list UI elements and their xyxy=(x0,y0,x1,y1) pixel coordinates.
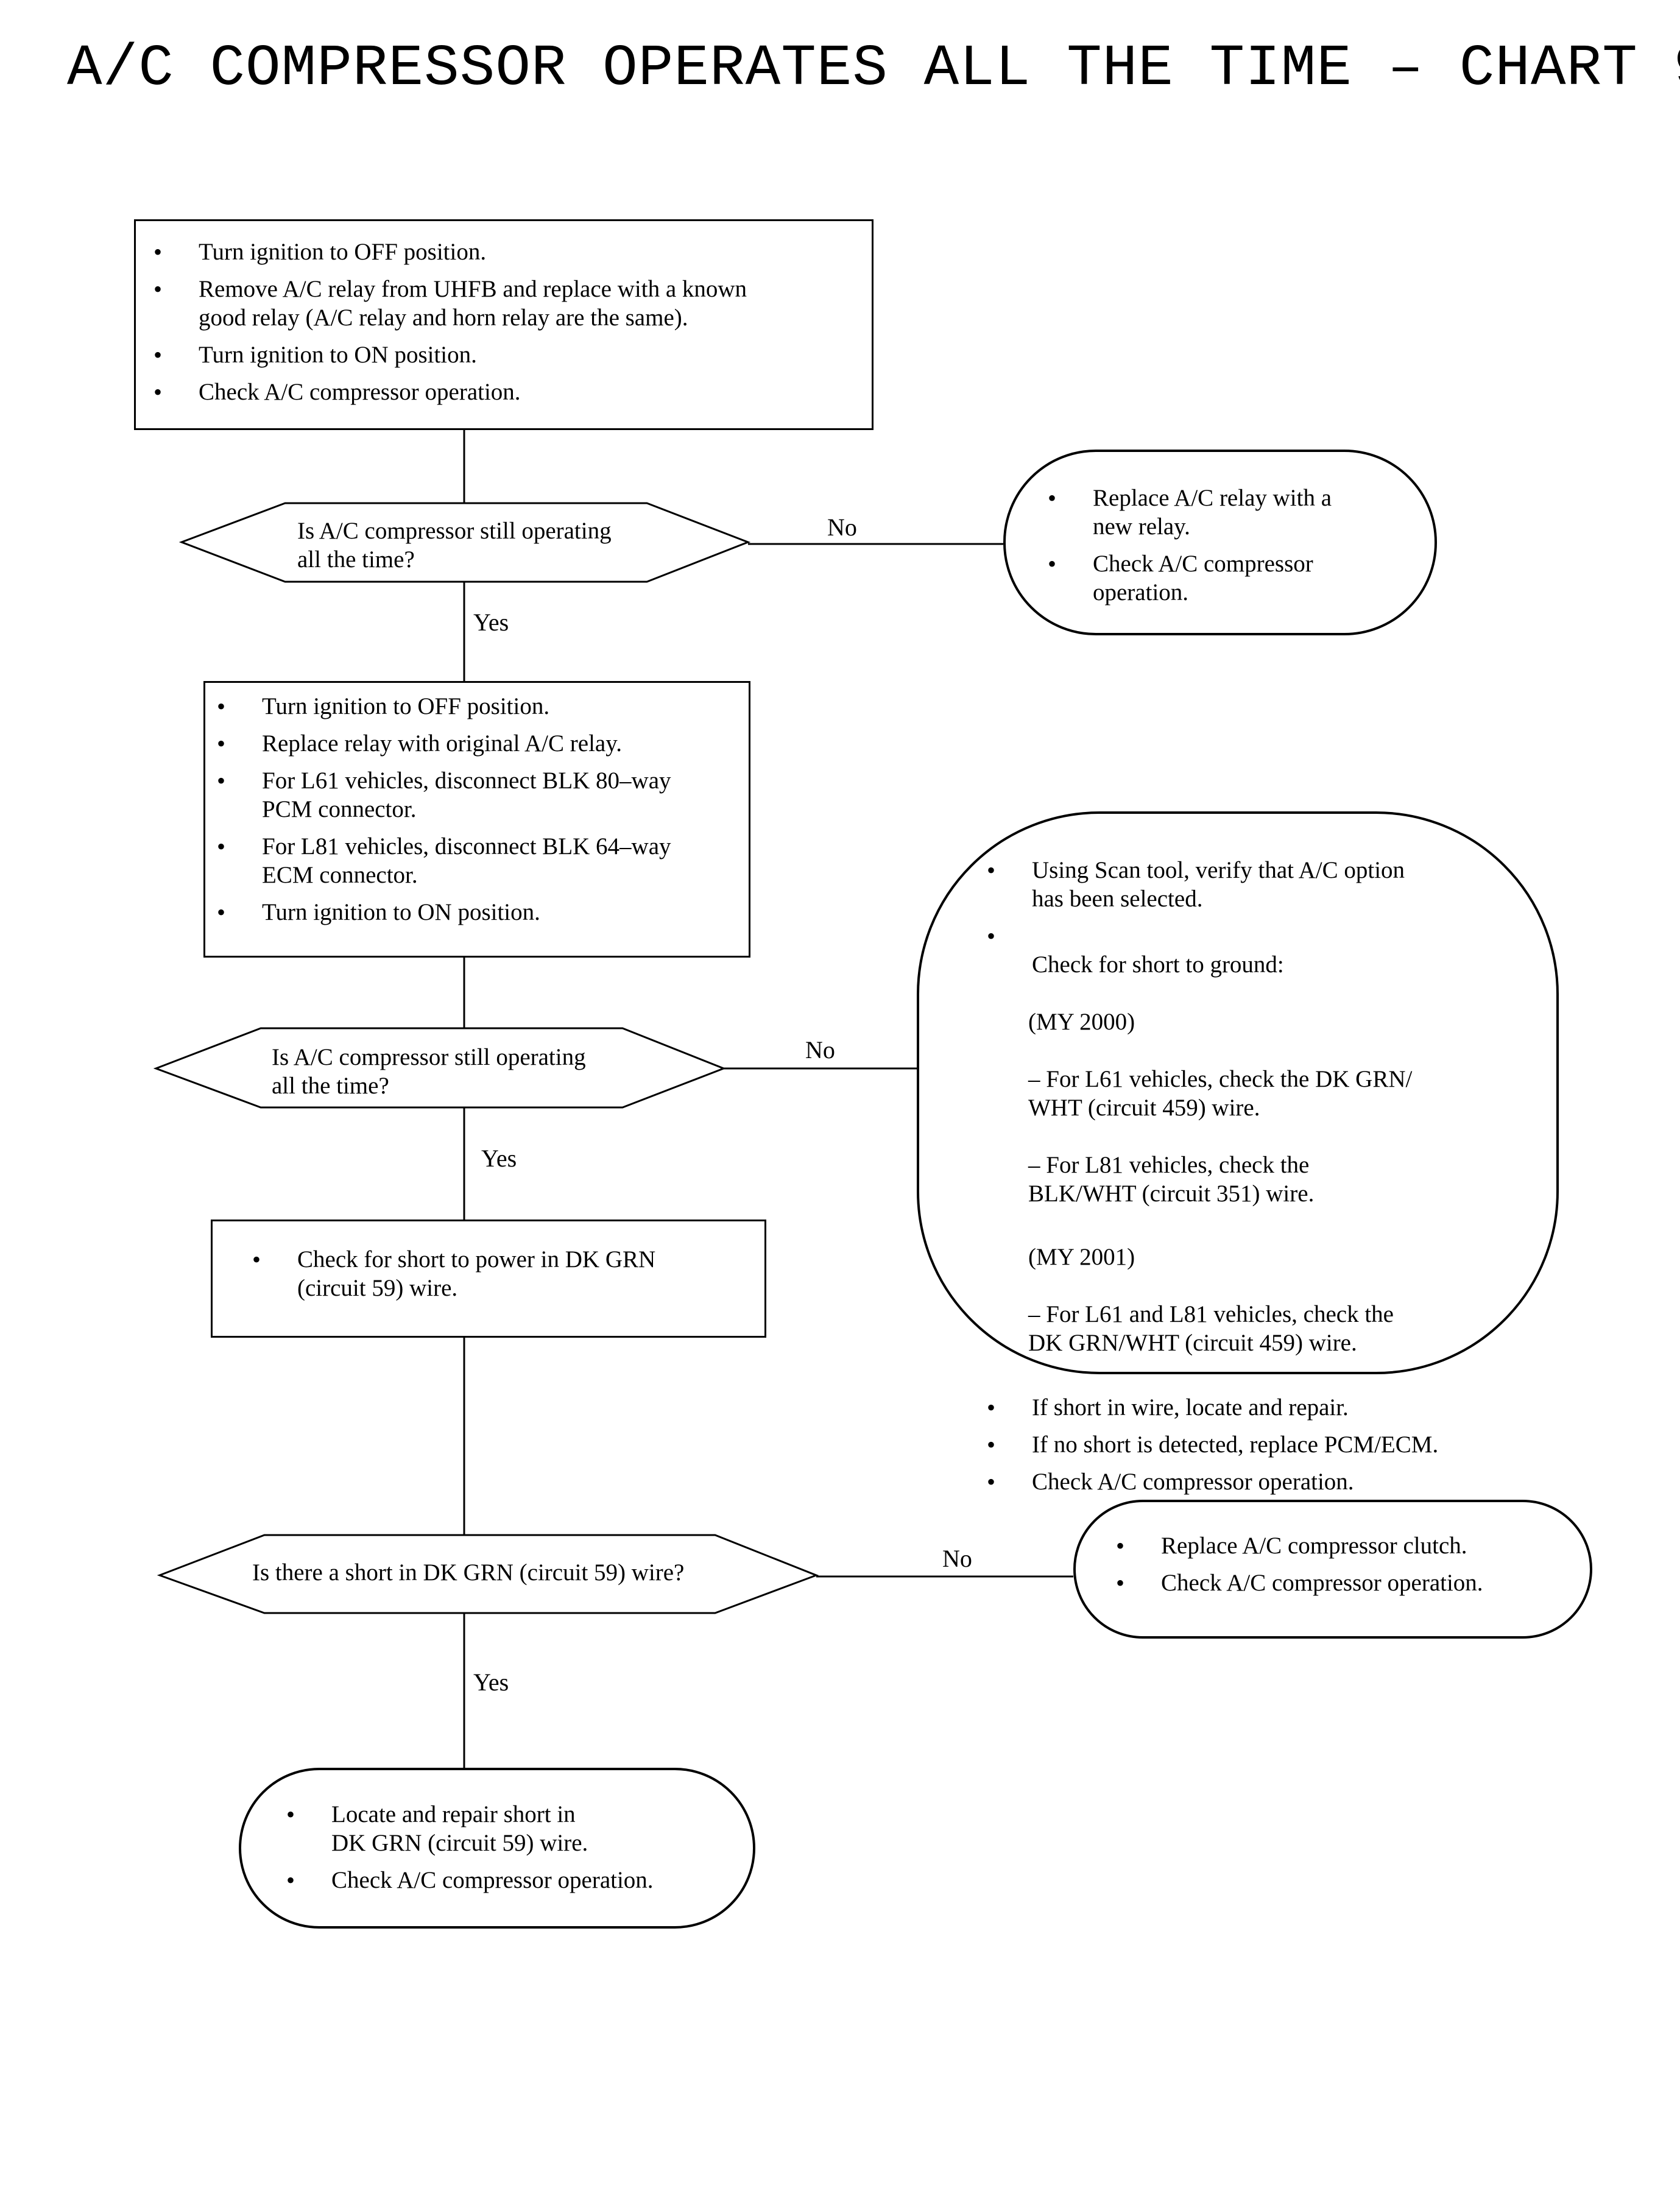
step1-item-4: Check A/C compressor operation. xyxy=(154,378,866,406)
chart-title: A/C COMPRESSOR OPERATES ALL THE TIME – C… xyxy=(67,35,1680,102)
decision1-no-label: No xyxy=(827,514,857,541)
decision2-diamond xyxy=(153,1027,727,1109)
result1-item-1: Replace A/C relay with a new relay. xyxy=(1048,484,1425,541)
step1-item-1: Turn ignition to OFF position. xyxy=(154,238,866,266)
result1-content: Replace A/C relay with a new relay. Chec… xyxy=(1048,484,1425,615)
result3-content: Replace A/C compressor clutch. Check A/C… xyxy=(1116,1531,1585,1606)
step2-content: Turn ignition to OFF position. Replace r… xyxy=(217,692,741,935)
result2-my2000-l61: – For L61 vehicles, check the DK GRN/ WH… xyxy=(1028,1066,1413,1121)
step2-item-4: For L81 vehicles, disconnect BLK 64–way … xyxy=(217,832,741,889)
result2-item-4: If no short is detected, replace PCM/ECM… xyxy=(987,1430,1547,1459)
decision1-yes-label: Yes xyxy=(473,609,509,636)
result4-item-2: Check A/C compressor operation. xyxy=(286,1866,737,1894)
step3-content: Check for short to power in DK GRN (circ… xyxy=(252,1245,752,1311)
result2-item-2: Check for short to ground: (MY 2000) – F… xyxy=(987,922,1547,1386)
step1-item-3: Turn ignition to ON position. xyxy=(154,341,866,369)
step1-item-2: Remove A/C relay from UHFB and replace w… xyxy=(154,275,866,332)
decision1-diamond xyxy=(178,502,751,583)
step2-item-1: Turn ignition to OFF position. xyxy=(217,692,741,721)
decision1-question: Is A/C compressor still operating all th… xyxy=(297,518,612,573)
result2-item-5: Check A/C compressor operation. xyxy=(987,1467,1547,1496)
result2-item-2-text: Check for short to ground: xyxy=(1032,951,1284,978)
decision2-question: Is A/C compressor still operating all th… xyxy=(272,1044,586,1099)
result2-item-1: Using Scan tool, verify that A/C option … xyxy=(987,856,1547,913)
step1-content: Turn ignition to OFF position. Remove A/… xyxy=(154,238,866,415)
result2-content: Using Scan tool, verify that A/C option … xyxy=(987,856,1547,1505)
result2-item-3: If short in wire, locate and repair. xyxy=(987,1393,1547,1422)
result3-item-2: Check A/C compressor operation. xyxy=(1116,1569,1585,1597)
decision3-yes-label: Yes xyxy=(473,1668,509,1696)
result2-my2000-label: (MY 2000) xyxy=(1028,1009,1135,1035)
result4-item-1: Locate and repair short in DK GRN (circu… xyxy=(286,1800,737,1857)
result3-item-1: Replace A/C compressor clutch. xyxy=(1116,1531,1585,1560)
decision2-no-label: No xyxy=(805,1036,835,1064)
decision3-diamond xyxy=(157,1534,819,1614)
decision3-question: Is there a short in DK GRN (circuit 59) … xyxy=(252,1559,685,1586)
decision3-no-label: No xyxy=(942,1545,972,1572)
result2-my2000-l81: – For L81 vehicles, check the BLK/WHT (c… xyxy=(1028,1152,1315,1207)
decision2-yes-label: Yes xyxy=(481,1145,517,1172)
step3-item-1: Check for short to power in DK GRN (circ… xyxy=(252,1245,752,1302)
result2-my2001-label: (MY 2001) xyxy=(1028,1244,1135,1270)
result4-content: Locate and repair short in DK GRN (circu… xyxy=(286,1800,737,1903)
result2-my2001-both: – For L61 and L81 vehicles, check the DK… xyxy=(1028,1301,1394,1356)
step2-item-3: For L61 vehicles, disconnect BLK 80–way … xyxy=(217,766,741,824)
result1-item-2: Check A/C compressor operation. xyxy=(1048,549,1425,607)
step2-item-5: Turn ignition to ON position. xyxy=(217,898,741,927)
step2-item-2: Replace relay with original A/C relay. xyxy=(217,729,741,758)
